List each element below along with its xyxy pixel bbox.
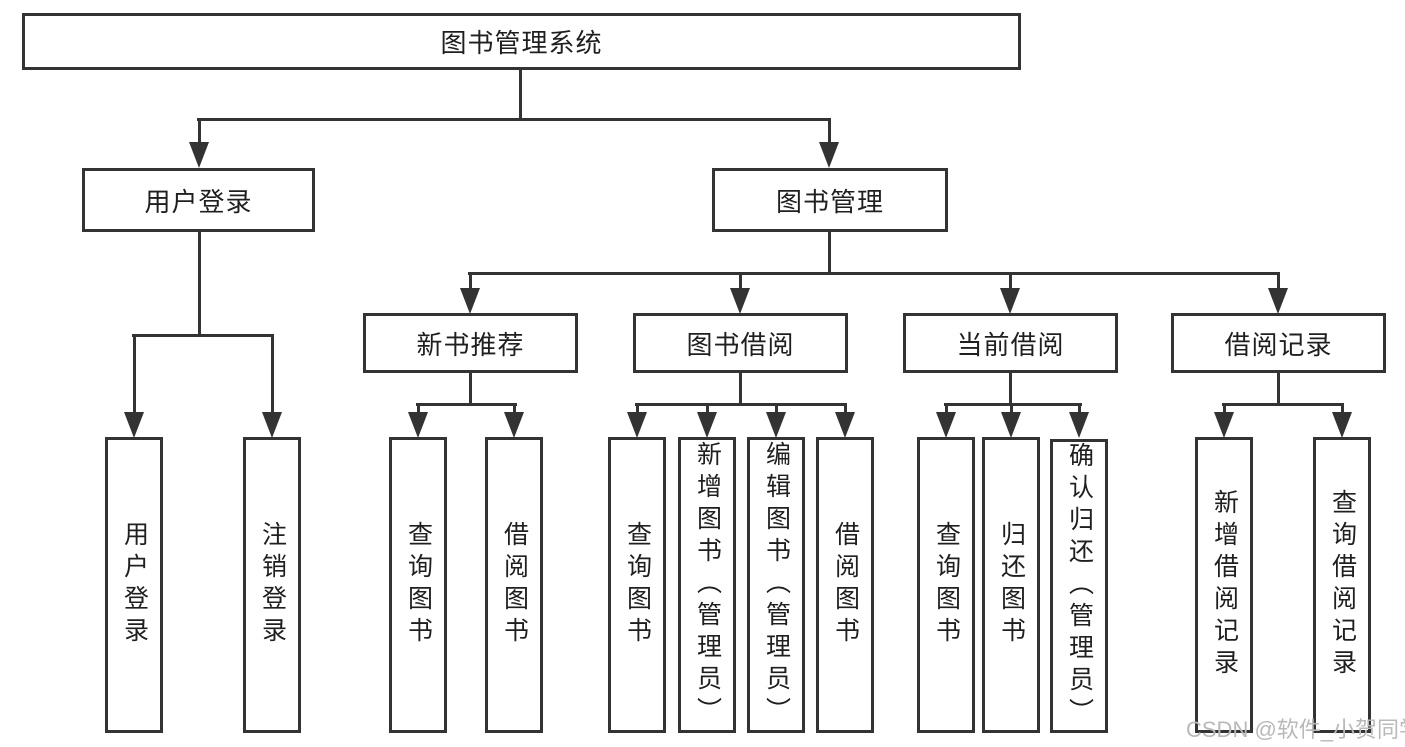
node-borrowing-records: 借阅记录 (1171, 313, 1386, 373)
connector-line (945, 403, 948, 416)
connector-line (739, 373, 742, 406)
connector-line (469, 373, 472, 406)
connector-line (1277, 373, 1280, 406)
connector-line (1341, 403, 1344, 416)
arrow-down-icon (1268, 288, 1288, 314)
node-leaf-confirm-return-admin: 确认归还（管理员） (1050, 439, 1108, 733)
arrow-down-icon (766, 412, 786, 438)
connector-line (271, 334, 274, 414)
connector-line (469, 272, 472, 289)
connector-line (636, 403, 639, 416)
arrow-down-icon (408, 412, 428, 438)
connector-line (1010, 403, 1013, 416)
connector-line (775, 403, 778, 416)
node-current-borrowing: 当前借阅 (903, 313, 1118, 373)
node-leaf-logout: 注销登录 (243, 437, 301, 733)
connector-line (468, 272, 1280, 275)
connector-line (1009, 373, 1012, 406)
node-leaf-query-books-recommend: 查询图书 (389, 437, 447, 733)
connector-line (133, 334, 136, 414)
connector-line (1078, 403, 1081, 416)
node-root-library-system: 图书管理系统 (22, 13, 1021, 70)
connector-line (1222, 403, 1344, 406)
connector-line (635, 403, 847, 406)
node-leaf-query-borrow-record: 查询借阅记录 (1313, 437, 1371, 733)
connector-line (706, 403, 709, 416)
node-leaf-add-books-admin: 新增图书（管理员） (678, 437, 736, 733)
connector-line (1009, 272, 1012, 289)
node-leaf-query-books-current: 查询图书 (917, 437, 975, 733)
arrow-down-icon (835, 412, 855, 438)
node-leaf-borrow-books-recommend: 借阅图书 (485, 437, 543, 733)
node-leaf-user-login: 用户登录 (105, 437, 163, 733)
arrow-down-icon (1000, 288, 1020, 314)
connector-line (828, 232, 831, 275)
arrow-down-icon (819, 142, 839, 168)
arrow-down-icon (1214, 412, 1234, 438)
arrow-down-icon (189, 142, 209, 168)
connector-line (132, 334, 274, 337)
connector-line (198, 232, 201, 337)
node-leaf-edit-books-admin: 编辑图书（管理员） (747, 437, 805, 733)
arrow-down-icon (730, 288, 750, 314)
arrow-down-icon (504, 412, 524, 438)
arrow-down-icon (1069, 412, 1089, 438)
connector-line (198, 118, 201, 144)
connector-line (513, 403, 516, 416)
arrow-down-icon (1332, 412, 1352, 438)
node-leaf-add-borrow-record: 新增借阅记录 (1195, 437, 1253, 733)
node-leaf-query-books-borrow: 查询图书 (608, 437, 666, 733)
connector-line (197, 118, 831, 121)
connector-line (416, 403, 517, 406)
arrow-down-icon (1001, 412, 1021, 438)
connector-line (844, 403, 847, 416)
connector-line (1277, 272, 1280, 289)
node-user-login: 用户登录 (82, 168, 315, 232)
node-new-book-recommendation: 新书推荐 (363, 313, 578, 373)
arrow-down-icon (936, 412, 956, 438)
arrow-down-icon (697, 412, 717, 438)
arrow-down-icon (262, 412, 282, 438)
node-leaf-return-books: 归还图书 (982, 437, 1040, 733)
watermark-text: CSDN @软件_小贺同学 (1186, 717, 1405, 742)
connector-line (944, 403, 1082, 406)
connector-line (739, 272, 742, 289)
connector-line (828, 118, 831, 144)
node-leaf-borrow-books: 借阅图书 (816, 437, 874, 733)
connector-line (1223, 403, 1226, 416)
node-book-borrowing: 图书借阅 (633, 313, 848, 373)
node-book-management: 图书管理 (712, 168, 948, 232)
connector-line (417, 403, 420, 416)
arrow-down-icon (460, 288, 480, 314)
arrow-down-icon (627, 412, 647, 438)
arrow-down-icon (124, 412, 144, 438)
connector-line (519, 70, 522, 121)
